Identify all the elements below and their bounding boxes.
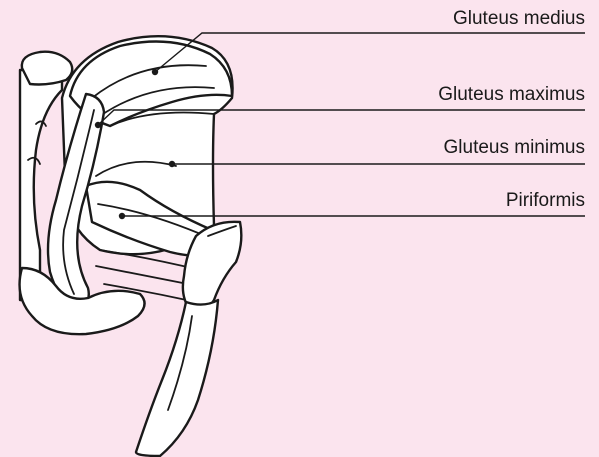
pointer-dot-medius — [152, 69, 158, 75]
pointer-dot-minimus — [169, 161, 175, 167]
label-piriformis: Piriformis — [506, 191, 585, 210]
label-gluteus-maximus: Gluteus maximus — [438, 85, 585, 104]
pointer-dot-piriformis — [119, 213, 125, 219]
pointer-dot-maximus — [95, 122, 101, 128]
label-gluteus-medius: Gluteus medius — [453, 9, 585, 28]
femur — [136, 300, 218, 456]
sacral-process — [22, 52, 72, 85]
label-gluteus-minimus: Gluteus minimus — [444, 138, 586, 157]
